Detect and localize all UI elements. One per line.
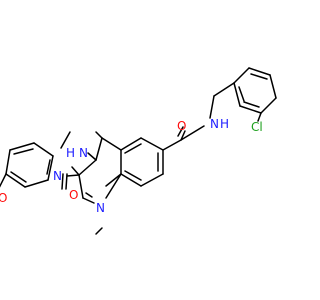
methoxy-oxygen-label: O [0, 191, 7, 205]
ketone-oxygen-label: O [69, 188, 78, 202]
ring-nitrogen-label: N [79, 146, 88, 160]
molecule-structure: N H Cl O N H N O N O [0, 67, 277, 235]
bond-lines [0, 67, 277, 235]
quinoline-nitrogen-label: N [96, 201, 105, 215]
amide-nitrogen-label: N [210, 117, 219, 131]
ring-hydrogen-label: H [66, 146, 75, 160]
amide-hydrogen-label: H [220, 117, 229, 131]
pyrazole-nitrogen-label: N [53, 169, 62, 183]
carbonyl-oxygen-label: O [177, 119, 186, 133]
atom-labels: N H Cl O N H N O N O [0, 117, 263, 215]
chlorine-label: Cl [251, 120, 263, 134]
